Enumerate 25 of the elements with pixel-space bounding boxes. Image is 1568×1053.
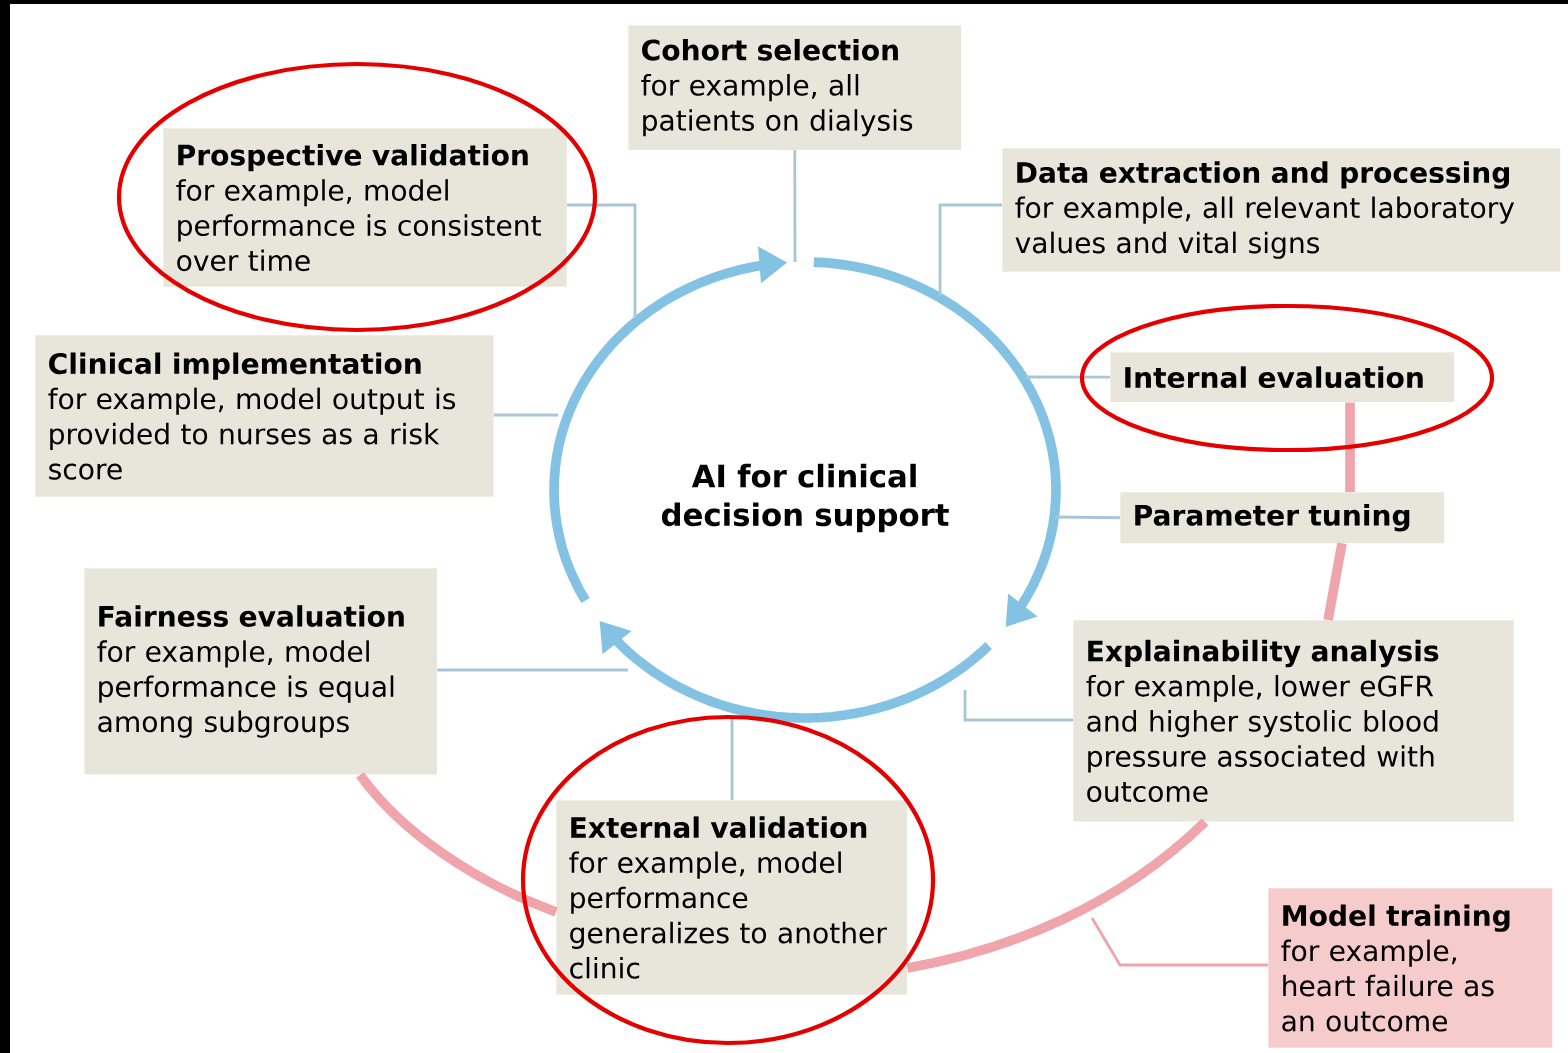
leader-line <box>793 150 797 262</box>
leader-line <box>730 716 734 800</box>
leader-line <box>963 690 1073 722</box>
info-box: Data extraction and processing for example, all relevant laboratory values and vital signs <box>1002 148 1561 272</box>
highlight-box: Model training for example, heart failure as an outcome <box>1268 888 1553 1048</box>
center-label: AI for clinical decision support <box>661 463 949 533</box>
leader-line <box>567 203 637 318</box>
info-box: Explainability analysis for example, lower eGFR and higher systolic blood pressure associated with outcome <box>1073 620 1514 822</box>
info-box: Internal evaluation <box>1110 352 1455 403</box>
leader-line <box>1026 375 1111 379</box>
info-box: Clinical implementation for example, model output is provided to nurses as a risk score <box>35 335 494 497</box>
leader-line <box>493 413 558 417</box>
connector-arc <box>1323 542 1347 621</box>
info-box: Prospective validation for example, model performance is consistent over time <box>163 128 567 287</box>
leader-line <box>938 203 1002 296</box>
info-box: Fairness evaluation for example, model performance is equal among subgroups <box>84 568 437 775</box>
leader-line <box>437 668 628 672</box>
leader-line <box>1090 917 1268 967</box>
connector-arc <box>356 772 558 917</box>
connector-arc <box>1345 402 1355 492</box>
leader-line <box>1055 515 1121 520</box>
info-box: External validation for example, model performance generalizes to another clinic <box>556 800 908 995</box>
info-box: Cohort selection for example, all patients on dialysis <box>628 25 962 150</box>
connector-arc <box>906 818 1209 973</box>
info-box: Parameter tuning <box>1120 492 1445 544</box>
